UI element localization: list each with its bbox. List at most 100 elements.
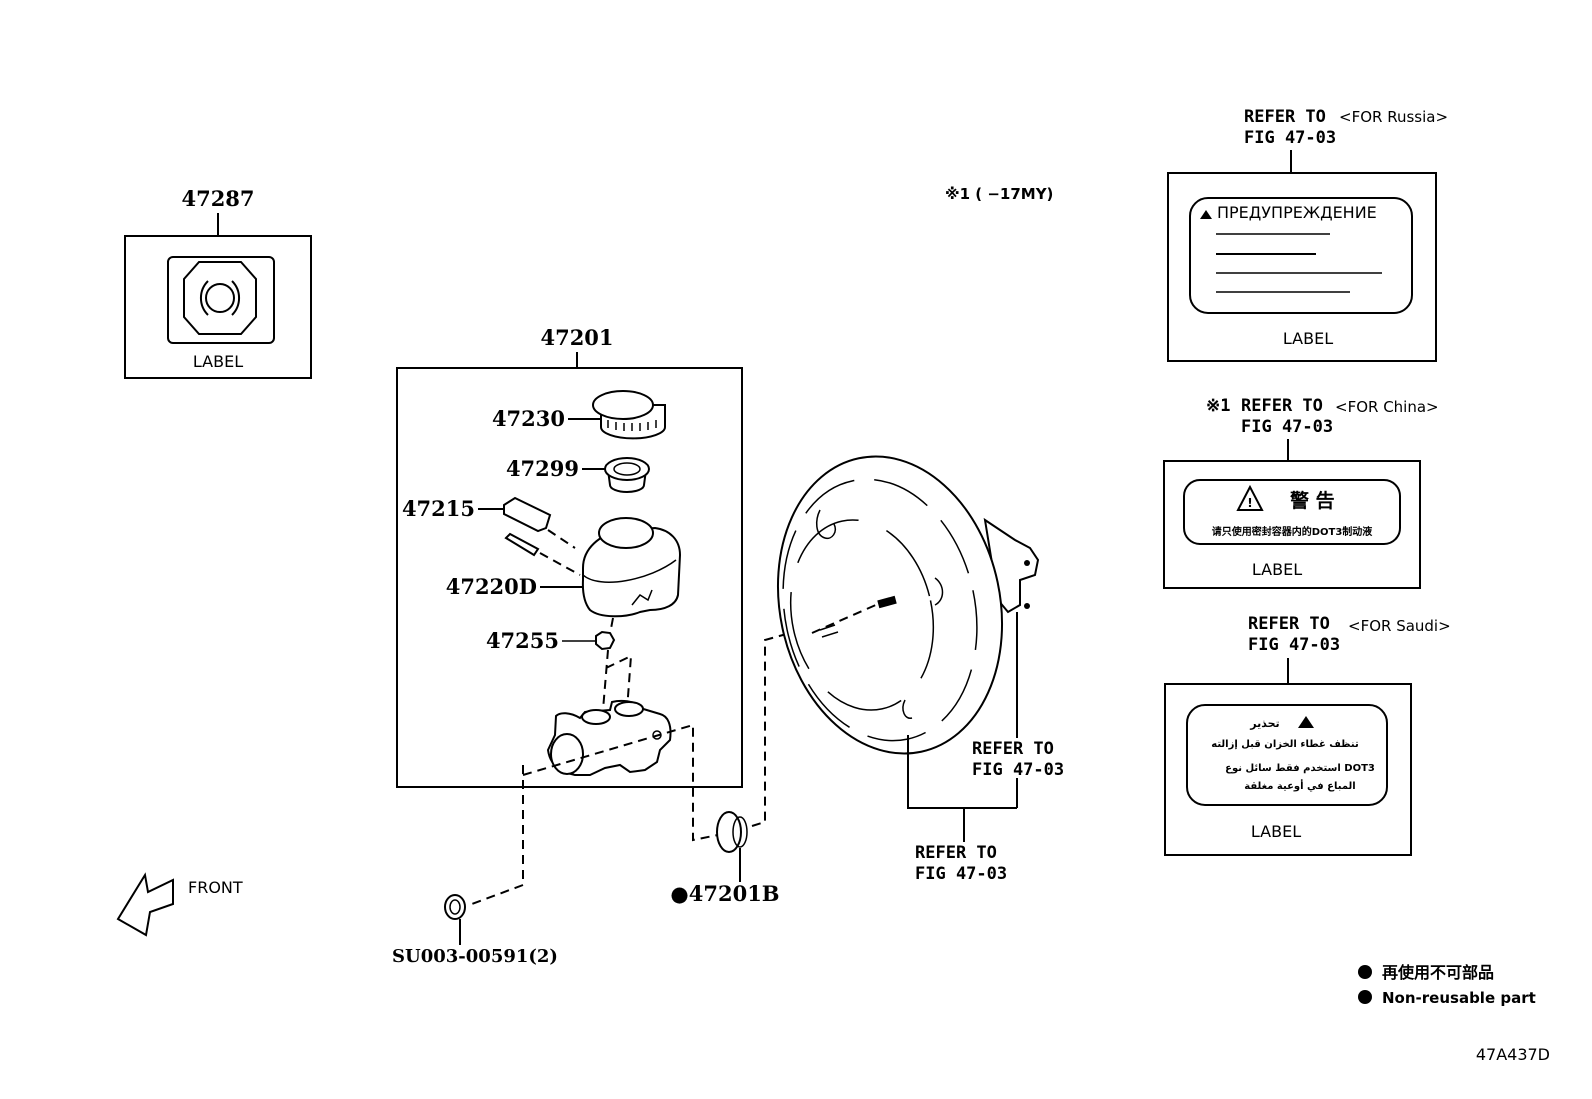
russia-label-group[interactable]: REFER TO <FOR Russia> FIG 47-03 ПРЕДУПРЕ… (1167, 107, 1448, 362)
warning-triangle-icon (1200, 210, 1212, 219)
saudi-label-group[interactable]: REFER TO <FOR Saudi> FIG 47-03 تحذير تنظ… (1164, 614, 1451, 856)
part-47255-screw[interactable]: 47255 (486, 628, 633, 711)
china-ref-line2[interactable]: FIG 47-03 (1241, 417, 1333, 437)
china-label-caption: LABEL (1252, 560, 1302, 579)
exclamation-icon: ! (1247, 496, 1252, 510)
legend-bullet-icon (1358, 990, 1372, 1004)
part-number-47201B[interactable]: ●47201B (670, 881, 779, 906)
sensor-guide-lines (539, 529, 581, 576)
part-47287-label-group[interactable]: 47287 LABEL (124, 186, 312, 379)
part-nut-SU003-00591[interactable]: SU003-00591(2) (392, 894, 558, 967)
front-label: FRONT (188, 878, 243, 897)
china-warning-text: 请只使用密封容器内的DOT3制动液 (1212, 525, 1373, 538)
booster-hook (815, 509, 837, 540)
model-year-note: ※1 ( −17MY) (945, 185, 1053, 203)
russia-sticker (1189, 197, 1413, 314)
front-arrow-icon (116, 872, 174, 937)
part-number-nut[interactable]: SU003-00591(2) (392, 946, 558, 967)
cylinder-guide-line-left (471, 765, 524, 905)
part-number-47255[interactable]: 47255 (486, 628, 559, 653)
legend-bullet-icon (1358, 965, 1372, 979)
cylinder-port-2 (614, 701, 644, 717)
figure-id: 47A437D (1476, 1045, 1550, 1064)
saudi-label-caption: LABEL (1251, 822, 1301, 841)
master-cylinder-assembly[interactable]: 47201 (396, 325, 743, 788)
brake-arc-left-icon (199, 280, 209, 316)
front-indicator: FRONT (116, 872, 243, 937)
label-sticker (167, 256, 275, 344)
part-number-47215[interactable]: 47215 (402, 496, 475, 521)
saudi-warning-title: تحذير (1249, 717, 1279, 730)
russia-ref-line2[interactable]: FIG 47-03 (1244, 128, 1336, 148)
booster-tab-bottom (902, 699, 913, 719)
bracket-bolt-2 (1024, 603, 1030, 609)
part-number-47201[interactable]: 47201 (540, 325, 613, 350)
russia-label-caption: LABEL (1283, 329, 1333, 348)
china-ref-prefix: ※1 (1206, 396, 1230, 416)
china-label-group[interactable]: ※1 REFER TO <FOR China> FIG 47-03 ! 警 告 … (1163, 396, 1439, 589)
label-frame (124, 235, 312, 379)
screw-head (595, 630, 616, 651)
brake-booster[interactable]: REFER TO FIG 47-03 REFER TO FIG 47-03 (751, 435, 1064, 884)
reservoir-guide-line (609, 617, 614, 635)
legend-item-japanese: 再使用不可部品 (1382, 963, 1494, 982)
reservoir-neck (598, 517, 654, 549)
saudi-warning-line-1: تنظف غطاء الخزان قبل إزالته (1211, 739, 1359, 750)
cylinder-port-1 (581, 709, 611, 725)
bracket-bolt-1 (1024, 560, 1030, 566)
china-sticker (1183, 479, 1401, 545)
russia-region: <FOR Russia> (1339, 108, 1448, 126)
china-region: <FOR China> (1335, 398, 1439, 416)
saudi-warning-line-3: المباع في أوعية مغلقة (1244, 779, 1355, 792)
booster-rod-marks (819, 624, 839, 638)
ref-bracket (907, 735, 1017, 809)
part-number-47299[interactable]: 47299 (506, 456, 579, 481)
assembly-frame (396, 367, 743, 788)
master-cylinder-body (471, 699, 719, 905)
legend: 再使用不可部品 Non-reusable part (1358, 963, 1536, 1007)
warning-triangle-icon (1236, 484, 1264, 511)
booster-ref-bottom-line2[interactable]: FIG 47-03 (915, 864, 1007, 884)
saudi-warning-line-2: استخدم فقط سائل نوع DOT3 (1225, 763, 1375, 774)
part-number-47220D[interactable]: 47220D (446, 574, 537, 599)
nut-hole (449, 899, 461, 915)
part-47215-sensor[interactable]: 47215 (402, 496, 581, 576)
screw-guide-lines (602, 649, 633, 711)
booster-ref-right-line1[interactable]: REFER TO (972, 739, 1054, 759)
saudi-label-frame (1164, 683, 1412, 856)
label-caption: LABEL (193, 352, 243, 371)
booster-ref-right-line2[interactable]: FIG 47-03 (972, 760, 1064, 780)
gasket-inner (732, 816, 748, 848)
saudi-ref-line2[interactable]: FIG 47-03 (1248, 635, 1340, 655)
pushrod-guide-line (811, 603, 879, 634)
cap-ridges (607, 420, 657, 431)
part-number-47230[interactable]: 47230 (492, 406, 565, 431)
legend-item-english: Non-reusable part (1382, 989, 1536, 1007)
brake-circle-icon (205, 283, 235, 313)
booster-ring-inner (789, 519, 935, 711)
nut-body (444, 894, 466, 920)
russia-ref-line1[interactable]: REFER TO (1244, 107, 1326, 127)
china-warning-title: 警 告 (1290, 489, 1335, 512)
saudi-region: <FOR Saudi> (1348, 617, 1451, 635)
strainer-opening (613, 462, 641, 476)
sensor-pin (504, 532, 540, 557)
saudi-ref-line1[interactable]: REFER TO (1248, 614, 1330, 634)
brake-warning-octagon-icon (183, 261, 257, 335)
cylinder-bore (550, 733, 584, 775)
part-47299-strainer[interactable]: 47299 (506, 456, 650, 493)
part-number-47287[interactable]: 47287 (181, 186, 254, 211)
part-47230-cap[interactable]: 47230 (492, 390, 666, 440)
cap-top (592, 390, 654, 420)
cylinder-guide-line-right (522, 723, 719, 842)
china-ref-line1[interactable]: REFER TO (1241, 396, 1323, 416)
reservoir-tab (631, 589, 653, 606)
booster-ref-bottom-line1[interactable]: REFER TO (915, 843, 997, 863)
russia-label-frame (1167, 172, 1437, 362)
sensor-body (503, 496, 552, 533)
part-47220D-reservoir[interactable]: 47220D (446, 517, 682, 635)
booster-pushrod (877, 595, 897, 609)
warning-triangle-icon (1298, 716, 1314, 728)
brake-arc-right-icon (231, 280, 241, 316)
booster-tab-right (934, 577, 944, 606)
